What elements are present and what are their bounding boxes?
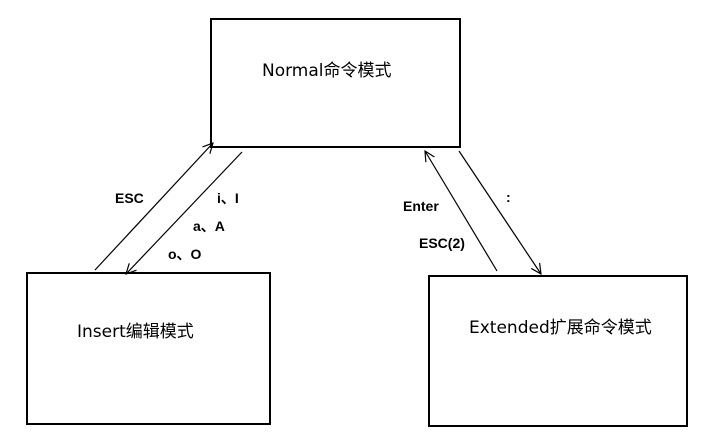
- edge-label-esc: ESC: [115, 190, 144, 206]
- insert-mode-label: Insert编辑模式: [77, 322, 194, 342]
- arrow-extended-to-normal: [425, 151, 498, 272]
- extended-mode-box: [428, 275, 688, 427]
- arrow-normal-to-extended: [458, 150, 541, 274]
- normal-mode-label: Normal命令模式: [262, 61, 392, 81]
- edge-label-colon: :: [506, 189, 511, 205]
- insert-mode-box: [26, 272, 271, 425]
- normal-mode-box: [210, 18, 461, 148]
- edge-label-esc-2: ESC(2): [419, 235, 465, 251]
- arrow-normal-to-insert: [126, 151, 243, 274]
- edge-label-i-I: i、I: [217, 190, 239, 206]
- extended-mode-label: Extended扩展命令模式: [469, 318, 652, 338]
- arrow-insert-to-normal: [94, 143, 213, 271]
- edge-label-a-A: a、A: [193, 218, 225, 234]
- edge-label-o-O: o、O: [168, 246, 202, 262]
- edge-label-enter: Enter: [403, 198, 439, 214]
